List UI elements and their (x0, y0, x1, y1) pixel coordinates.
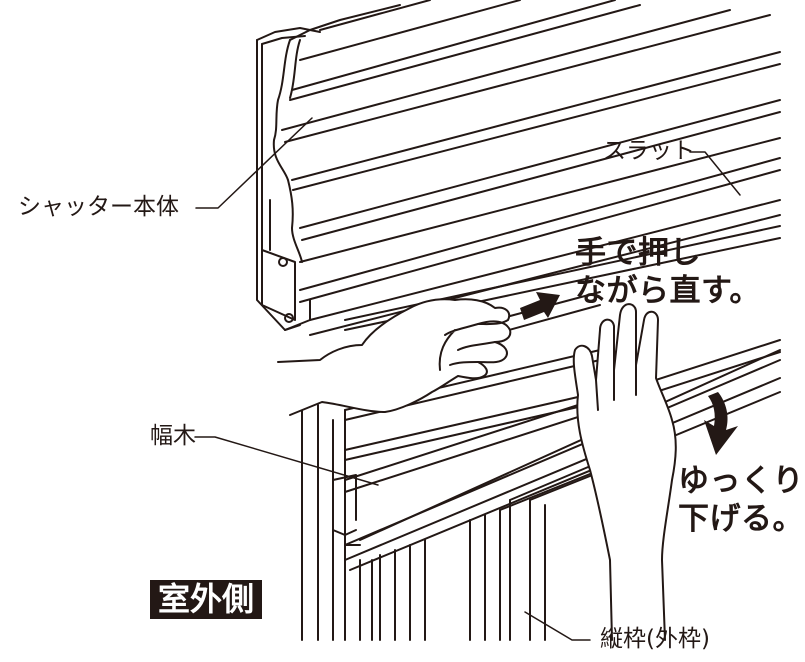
shutter-body-label: シャッター本体 (18, 194, 179, 220)
leader-lines (194, 117, 741, 641)
slat-label: スラット (603, 138, 695, 164)
down-arrow-icon (704, 392, 738, 455)
lower-instruction: ゆっくり 下げる。 (678, 462, 804, 538)
push-instruction-line2: ながら直す。 (575, 273, 761, 309)
lower-instruction-line1: ゆっくり (678, 463, 804, 499)
baseboard-label: 幅木 (150, 423, 196, 449)
right-arrow-icon (520, 292, 560, 320)
frame-label: 縦枠(外枠) (600, 626, 710, 652)
right-hand-icon (572, 303, 677, 641)
window-frame (301, 359, 781, 641)
baseboard-leader (194, 436, 379, 486)
lower-instruction-line2: 下げる。 (678, 501, 804, 537)
outside-badge: 室外側 (150, 580, 263, 619)
push-instruction-line1: 手で押し (575, 235, 701, 271)
frame-leader (524, 611, 591, 641)
slat-leader (689, 151, 741, 196)
left-hand-icon (277, 298, 512, 416)
baseboard-bracket (332, 474, 357, 536)
shutter-body-leader (195, 117, 313, 209)
shutter-roll (272, 4, 401, 263)
slats (281, 0, 781, 541)
push-instruction: 手で押し ながら直す。 (575, 234, 761, 310)
